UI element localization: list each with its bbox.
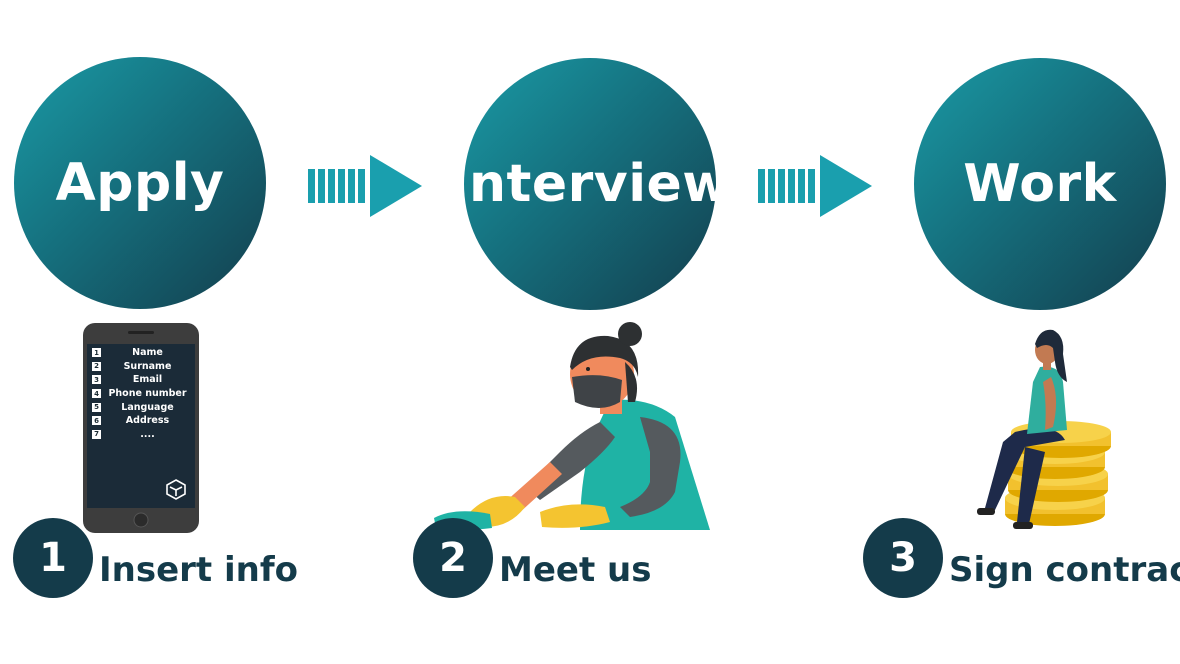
logo-icon [166, 479, 186, 500]
step-label: Insert info [99, 550, 299, 590]
step-circle-work: Work [914, 58, 1166, 310]
phone-field-label: Surname [123, 360, 172, 372]
phone-field-label: Phone number [108, 388, 187, 400]
step-circle-apply: Apply [14, 57, 266, 309]
woman-on-coins-icon [977, 329, 1111, 529]
smartphone-icon [83, 323, 199, 533]
phone-field-row: 4 Phone number [86, 387, 194, 401]
phone-field-row: 5 Language [86, 400, 194, 414]
cleaning-woman-icon [434, 322, 710, 530]
step-arrow-icon [758, 155, 872, 217]
step-arrow-icon [308, 155, 422, 217]
phone-field-label: Language [121, 401, 174, 413]
phone-field-number: 3 [92, 375, 101, 385]
phone-field-row: 6 Address [86, 414, 194, 428]
step-circle-interview: Interview [449, 58, 730, 310]
step-title: Apply [55, 153, 225, 213]
phone-field-label: Address [125, 415, 170, 427]
phone-field-number: 7 [92, 429, 101, 439]
step-number: 1 [39, 535, 67, 581]
phone-form-fields: 1 Name 2 Surname 3 Email 4 Phone number 5 Languag… [86, 346, 194, 441]
phone-field-row: 2 Surname [86, 360, 194, 374]
step-number-badge: 1 [13, 518, 93, 598]
phone-field-number: 6 [92, 416, 101, 426]
phone-field-row: 3 Email [86, 373, 194, 387]
phone-field-number: 1 [92, 348, 101, 358]
step-title: Interview [449, 154, 731, 214]
phone-field-row: 7.... [86, 428, 194, 442]
phone-field-label: Email [132, 374, 163, 386]
step-label: Sign contract [949, 550, 1180, 590]
phone-field-label: Name [132, 347, 163, 359]
phone-field-row: 1 Name [86, 346, 194, 360]
phone-field-number: 4 [92, 389, 101, 399]
step-number-badge: 2 [413, 518, 493, 598]
step-number-badge: 3 [863, 518, 943, 598]
step-number: 3 [889, 535, 917, 581]
phone-field-number: 5 [92, 402, 101, 412]
phone-field-number: 2 [92, 361, 101, 371]
step-number: 2 [439, 535, 467, 581]
phone-field-label: .... [140, 428, 155, 440]
step-title: Work [963, 154, 1117, 214]
step-label: Meet us [499, 550, 652, 590]
